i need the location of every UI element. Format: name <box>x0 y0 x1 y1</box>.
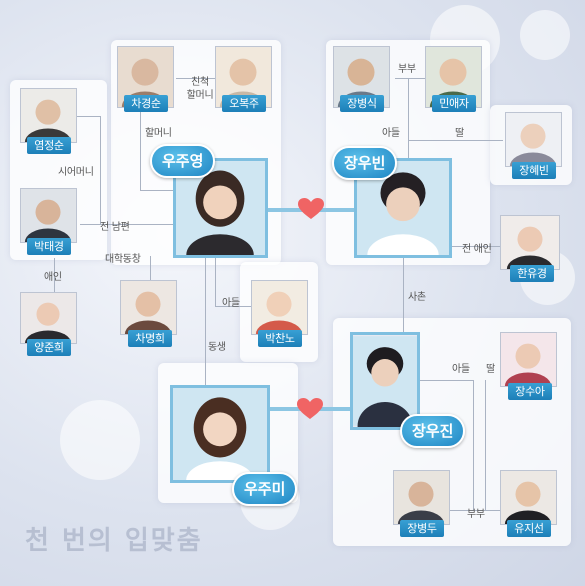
name-label: 차경순 <box>124 95 168 112</box>
connector-line <box>54 258 55 294</box>
name-label: 오복주 <box>222 95 266 112</box>
bokeh-light <box>520 10 570 60</box>
connector-line <box>140 190 174 191</box>
drama-logo: 천 번의 입맞춤 <box>25 526 203 556</box>
heart-icon <box>297 398 323 419</box>
photo-park-channo <box>251 280 308 335</box>
lead-name-bubble: 우주영 <box>150 144 216 178</box>
connector-line <box>150 256 151 282</box>
name-label: 장병두 <box>400 520 444 537</box>
relation-label: 사촌 <box>408 292 426 303</box>
relation-label: 부부 <box>467 509 485 520</box>
bokeh-light <box>60 400 140 480</box>
relation-label: 딸 <box>486 364 495 375</box>
connector-line <box>100 116 101 224</box>
name-label: 장수아 <box>508 383 552 400</box>
photo-jang-hyebin <box>505 112 562 167</box>
name-label: 염정순 <box>27 137 71 154</box>
photo-woo-juyeong <box>173 158 268 258</box>
photo-cha-myeonghui <box>120 280 177 335</box>
relation-label: 부부 <box>398 64 416 75</box>
connector-line <box>140 110 141 190</box>
connector-line <box>205 258 206 388</box>
connector-line <box>450 510 500 511</box>
relation-label: 애인 <box>44 272 62 283</box>
photo-jang-byeongdu <box>393 470 450 525</box>
name-label: 민애자 <box>432 95 476 112</box>
connector-line <box>408 78 409 158</box>
relation-label: 시어머니 <box>58 167 94 178</box>
connector-line <box>176 78 216 79</box>
relation-label: 대학동창 <box>105 254 141 265</box>
name-label: 양준희 <box>27 339 71 356</box>
relation-label: 전 애인 <box>462 244 492 255</box>
connector-line <box>408 140 503 141</box>
relation-label: 동생 <box>208 342 226 353</box>
relation-label: 전 남편 <box>100 222 130 233</box>
name-label: 유지선 <box>507 520 551 537</box>
photo-yang-junhui <box>20 292 77 344</box>
name-label: 장병식 <box>340 95 384 112</box>
photo-jang-sua <box>500 332 557 387</box>
connector-line <box>403 258 404 332</box>
relation-label: 할머니 <box>145 128 172 139</box>
connector-line <box>80 224 174 225</box>
connector-line <box>420 380 473 381</box>
relation-label: 아들 <box>382 128 400 139</box>
connector-line <box>215 306 251 307</box>
connector-line <box>452 246 500 247</box>
connector-line <box>485 380 486 510</box>
connector-line <box>215 258 216 306</box>
photo-park-taegyeong <box>20 188 77 243</box>
lead-name-bubble: 장우진 <box>400 414 466 448</box>
photo-han-yugyeong <box>500 215 560 270</box>
name-label: 박찬노 <box>258 330 302 347</box>
photo-yeom-jeongsun <box>20 88 77 143</box>
relation-label: 딸 <box>455 128 464 139</box>
relation-label: 친척 할머니 <box>186 77 214 101</box>
photo-yu-jiseon <box>500 470 557 525</box>
heart-icon <box>298 198 324 219</box>
relation-label: 아들 <box>452 364 470 375</box>
connector-line <box>395 78 425 79</box>
connector-line <box>55 116 100 117</box>
name-label: 장혜빈 <box>512 162 556 179</box>
relation-label: 아들 <box>222 298 240 309</box>
name-label: 한유경 <box>510 265 554 282</box>
lead-name-bubble: 우주미 <box>232 472 298 506</box>
lead-name-bubble: 장우빈 <box>332 146 398 180</box>
photo-jang-wujin <box>350 332 420 430</box>
name-label: 박태경 <box>27 238 71 255</box>
connector-line <box>473 380 474 510</box>
photo-woo-jumi <box>170 385 270 483</box>
name-label: 차명희 <box>128 330 172 347</box>
